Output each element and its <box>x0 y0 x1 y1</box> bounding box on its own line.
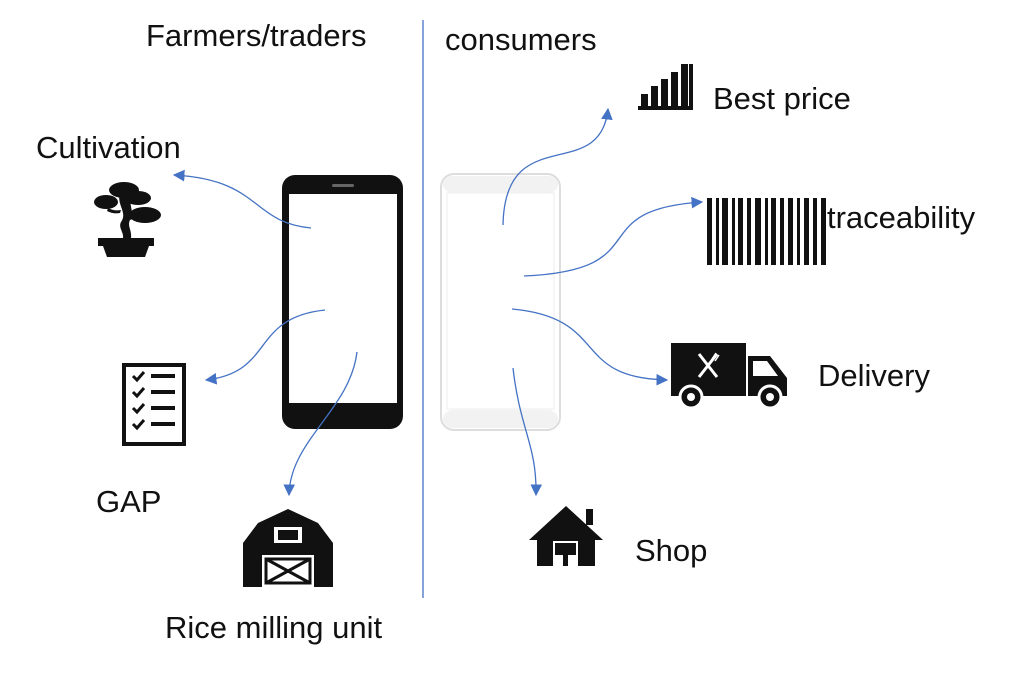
checklist-icon <box>122 363 186 446</box>
arrow-to-rice-mill <box>283 351 358 497</box>
label-cultivation: Cultivation <box>36 130 181 165</box>
label-shop: Shop <box>635 533 708 568</box>
label-gap: GAP <box>96 484 162 519</box>
bonsai-tree-icon <box>94 182 161 257</box>
column-label-consumers: consumers <box>445 22 597 57</box>
label-delivery: Delivery <box>818 358 930 393</box>
shop-house-icon <box>529 506 603 566</box>
bar-chart-icon <box>638 64 693 110</box>
arrow-to-gap <box>204 309 326 385</box>
label-rice-milling-unit: Rice milling unit <box>165 610 383 645</box>
barn-icon <box>243 509 333 587</box>
arrow-to-cultivation <box>172 169 312 229</box>
barcode-icon <box>707 198 826 265</box>
arrow-to-best-price <box>502 107 613 226</box>
column-label-farmers: Farmers/traders <box>146 18 367 53</box>
label-traceability: traceability <box>827 200 976 235</box>
label-best-price: Best price <box>713 81 851 116</box>
arrow-to-delivery <box>511 308 669 386</box>
farmer-phone <box>282 175 403 429</box>
delivery-truck-icon <box>671 343 787 410</box>
arrow-to-shop <box>512 367 543 497</box>
consumer-phone <box>440 173 561 431</box>
arrow-to-traceability <box>523 196 704 277</box>
